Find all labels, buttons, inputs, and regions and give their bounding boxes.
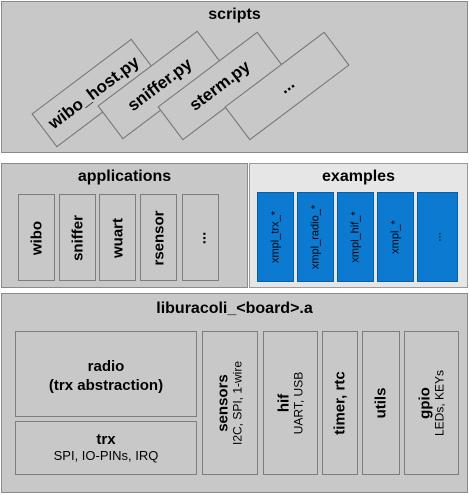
- radio-subtitle: (trx abstraction): [48, 377, 164, 394]
- app-wuart: wuart: [99, 194, 136, 281]
- example-radio-label: xmpl_radio_*: [309, 204, 322, 270]
- timer-title: timer, rtc: [331, 371, 349, 435]
- hif-module: hif UART, USB: [263, 331, 318, 475]
- example-ellipsis-label: ...: [431, 232, 444, 242]
- utils-module: utils: [362, 331, 400, 475]
- example-radio: xmpl_radio_*: [297, 192, 334, 282]
- examples-title: examples: [322, 168, 395, 185]
- utils-title: utils: [372, 387, 390, 419]
- examples-panel: examples xmpl_trx_* xmpl_radio_* xmpl_hi…: [249, 163, 468, 288]
- scripts-title: scripts: [208, 6, 261, 23]
- trx-title: trx: [96, 431, 116, 448]
- radio-module: radio (trx abstraction): [15, 331, 197, 417]
- app-rsensor: rsensor: [140, 194, 177, 281]
- app-ellipsis-label: ...: [191, 231, 209, 244]
- app-sniffer-label: sniffer: [68, 214, 86, 261]
- hif-text: hif UART, USB: [275, 372, 306, 434]
- example-generic: xmpl_*: [377, 192, 414, 282]
- app-ellipsis: ...: [182, 194, 219, 281]
- gpio-title: gpio: [415, 387, 433, 419]
- sensors-text: sensors I2C, SPI, 1-wire: [214, 361, 245, 445]
- trx-module: trx SPI, IO-PINs, IRQ: [15, 421, 197, 475]
- radio-module-text: radio (trx abstraction): [16, 357, 196, 395]
- example-hif-label: xmpl_hif_*: [349, 211, 362, 263]
- app-wuart-label: wuart: [108, 217, 126, 258]
- example-hif: xmpl_hif_*: [337, 192, 374, 282]
- gpio-subtitle: LEDs, KEYs: [432, 369, 447, 437]
- sensors-title: sensors: [214, 374, 232, 432]
- trx-subtitle: SPI, IO-PINs, IRQ: [53, 448, 159, 463]
- hif-title: hif: [274, 393, 292, 413]
- library-title: liburacoli_<board>.a: [156, 300, 313, 317]
- example-generic-label: xmpl_*: [389, 220, 402, 254]
- applications-panel: applications wibo sniffer wuart rsensor …: [1, 163, 248, 288]
- app-sniffer: sniffer: [59, 194, 96, 281]
- app-wibo: wibo: [18, 194, 55, 281]
- example-trx-label: xmpl_trx_*: [269, 211, 282, 263]
- example-trx: xmpl_trx_*: [257, 192, 294, 282]
- app-rsensor-label: rsensor: [149, 209, 167, 266]
- scripts-panel: scripts wibo_host.py sniffer.py sterm.py…: [1, 1, 468, 153]
- sensors-subtitle: I2C, SPI, 1-wire: [230, 360, 245, 446]
- gpio-text: gpio LEDs, KEYs: [416, 370, 447, 436]
- timer-module: timer, rtc: [322, 331, 358, 475]
- gpio-module: gpio LEDs, KEYs: [404, 331, 459, 475]
- library-panel: liburacoli_<board>.a radio (trx abstract…: [1, 293, 468, 493]
- app-wibo-label: wibo: [27, 220, 45, 255]
- radio-title: radio: [87, 358, 125, 375]
- example-ellipsis: ...: [417, 192, 458, 282]
- hif-subtitle: UART, USB: [291, 371, 306, 435]
- applications-title: applications: [77, 168, 172, 185]
- sensors-module: sensors I2C, SPI, 1-wire: [202, 331, 258, 475]
- trx-module-text: trx SPI, IO-PINs, IRQ: [16, 431, 196, 463]
